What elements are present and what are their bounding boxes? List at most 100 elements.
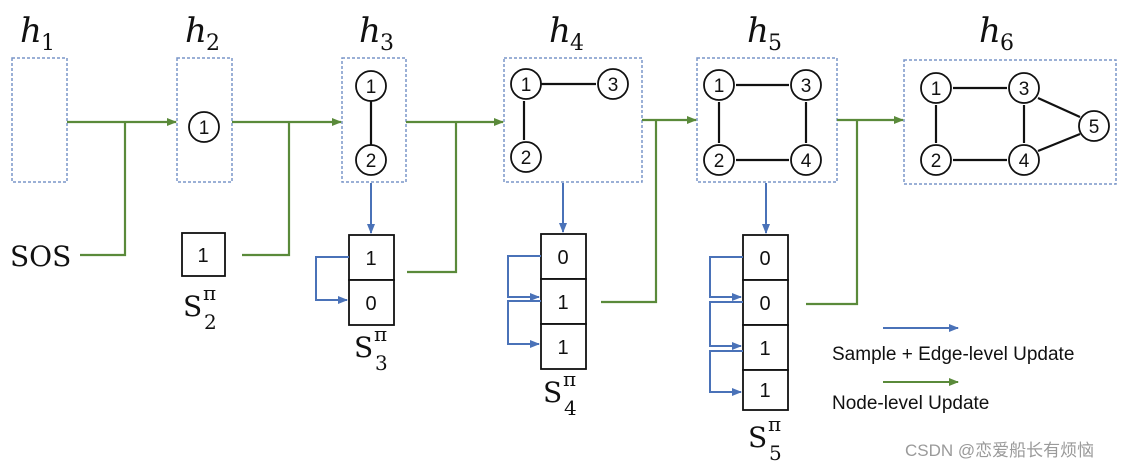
graph-node: 2 <box>510 141 542 173</box>
node-level-connectors <box>67 116 904 306</box>
svg-text:1: 1 <box>557 337 568 359</box>
svg-text:h: h <box>747 11 769 51</box>
graph-node: 1 <box>188 111 220 143</box>
svg-text:4: 4 <box>801 151 812 172</box>
sequence-cell <box>742 369 789 411</box>
svg-text:π: π <box>563 367 576 391</box>
sequence-s4: 0 1 1 S π 4 <box>540 233 587 420</box>
graph-node: 4 <box>790 144 822 176</box>
graph-node: 3 <box>597 68 629 100</box>
svg-text:1: 1 <box>366 77 377 98</box>
svg-text:1: 1 <box>759 338 770 360</box>
label-h5: h 5 <box>747 11 782 56</box>
hidden-state-box-h1 <box>11 57 68 183</box>
svg-text:6: 6 <box>1000 31 1014 56</box>
graph-node: 2 <box>703 144 735 176</box>
svg-text:π: π <box>374 322 387 346</box>
sequence-label-s2: S π 2 <box>183 281 217 334</box>
svg-text:1: 1 <box>931 79 942 100</box>
hidden-state-box-h6 <box>903 59 1117 185</box>
svg-text:3: 3 <box>608 75 619 96</box>
svg-text:π: π <box>203 281 216 305</box>
svg-text:h: h <box>549 11 571 51</box>
sequence-cell <box>348 234 395 281</box>
label-h2: h 2 <box>185 11 220 56</box>
svg-text:4: 4 <box>1019 151 1030 172</box>
graph-node: 1 <box>703 69 735 101</box>
graph-node: 3 <box>1008 72 1040 104</box>
graph-node: 1 <box>920 72 952 104</box>
watermark: CSDN @恋爱船长有烦恼 <box>905 440 1094 460</box>
blue-loop-s5-2 <box>709 301 743 350</box>
svg-text:2: 2 <box>204 310 217 334</box>
green-connector-s2 <box>242 122 291 257</box>
graph-node: 3 <box>790 69 822 101</box>
svg-text:S: S <box>354 331 373 364</box>
svg-text:5: 5 <box>769 441 782 465</box>
svg-text:1: 1 <box>197 245 208 267</box>
svg-text:h: h <box>185 11 207 51</box>
sequence-label-s4: S π 4 <box>543 367 577 420</box>
sequence-s5: 0 0 1 1 S π 5 <box>742 234 789 465</box>
svg-text:1: 1 <box>759 380 770 402</box>
graph-nodes-h5: 1 3 2 4 <box>703 69 822 176</box>
svg-text:S: S <box>543 376 562 409</box>
svg-text:1: 1 <box>365 248 376 270</box>
blue-loop-s5-3 <box>709 350 743 396</box>
svg-text:2: 2 <box>366 151 377 172</box>
svg-text:4: 4 <box>570 31 584 56</box>
hidden-state-box-h3 <box>341 57 407 183</box>
green-connector-s3 <box>407 122 458 274</box>
svg-text:5: 5 <box>1089 117 1100 138</box>
svg-text:1: 1 <box>41 31 55 56</box>
graph-node: 2 <box>920 144 952 176</box>
legend: Sample + Edge-level Update Node-level Up… <box>832 324 1074 414</box>
svg-text:1: 1 <box>714 76 725 97</box>
sequence-cell <box>348 279 395 326</box>
hidden-state-box-h2 <box>176 57 233 183</box>
svg-text:5: 5 <box>768 31 782 56</box>
sos-label: SOS <box>10 240 71 273</box>
edge-h6-3-5 <box>1037 96 1081 119</box>
svg-text:4: 4 <box>564 396 577 420</box>
svg-text:3: 3 <box>375 351 388 375</box>
graph-node: 1 <box>510 68 542 100</box>
svg-text:S: S <box>748 421 767 454</box>
graph-nodes-h4: 1 3 2 <box>510 68 629 173</box>
svg-text:2: 2 <box>206 31 220 56</box>
legend-blue-label: Sample + Edge-level Update <box>832 344 1074 365</box>
label-h3: h 3 <box>359 11 394 56</box>
svg-text:3: 3 <box>380 31 394 56</box>
blue-loop-s3-1 <box>315 256 349 304</box>
svg-text:h: h <box>20 11 42 51</box>
label-h4: h 4 <box>549 11 584 56</box>
svg-text:2: 2 <box>931 151 942 172</box>
graph-node: 5 <box>1078 110 1110 142</box>
graph-node: 4 <box>1008 144 1040 176</box>
graph-nodes-h2: 1 <box>188 111 220 143</box>
blue-loop-s5-1 <box>709 256 743 301</box>
svg-text:1: 1 <box>199 118 210 139</box>
green-connector-sos <box>80 122 127 257</box>
label-h6: h 6 <box>979 11 1014 56</box>
sequence-cell <box>540 323 587 370</box>
svg-text:1: 1 <box>521 75 532 96</box>
sequence-cell <box>181 232 226 277</box>
graph-nodes-h6: 1 3 2 4 5 <box>920 72 1110 176</box>
blue-loop-s4-1 <box>507 255 541 301</box>
edge-level-arrows <box>315 183 770 396</box>
svg-text:3: 3 <box>1019 79 1030 100</box>
svg-text:3: 3 <box>801 76 812 97</box>
green-connector-s4 <box>601 120 658 304</box>
label-h1: h 1 <box>20 11 55 56</box>
svg-text:0: 0 <box>759 248 770 270</box>
edge-h6-4-5 <box>1037 132 1081 153</box>
svg-text:π: π <box>768 412 781 436</box>
graph-edges <box>369 82 1081 162</box>
svg-text:0: 0 <box>557 247 568 269</box>
svg-text:S: S <box>183 290 202 323</box>
sequence-label-s5: S π 5 <box>748 412 782 465</box>
sequence-label-s3: S π 3 <box>354 322 388 375</box>
graph-nodes-h3: 1 2 <box>355 70 387 176</box>
svg-text:2: 2 <box>714 151 725 172</box>
